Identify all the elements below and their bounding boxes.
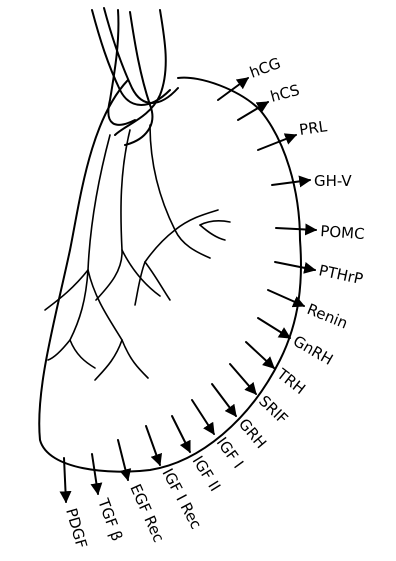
label-igf2: IGF II [189, 453, 225, 495]
label-trh: TRH [273, 364, 309, 398]
label-srif: SRIF [255, 392, 291, 428]
label-igf1: IGF I [213, 434, 247, 472]
arrow-igf1 [192, 400, 214, 434]
arrow-igf2 [172, 416, 190, 452]
arrow-trh [246, 342, 274, 368]
label-egfrec: EGF Rec [126, 481, 168, 545]
arrow-gnrh [258, 318, 290, 338]
arrow-pthrp [275, 262, 315, 270]
umbilical-cord [92, 8, 178, 145]
arrow-pdgf [64, 458, 66, 502]
arrow-egfrec [118, 440, 128, 480]
arrow-pomc [276, 228, 316, 230]
label-hcg: hCG [247, 54, 283, 82]
label-tgfb: TGF β [94, 495, 126, 543]
branching-vessels [45, 125, 230, 380]
arrow-igf1rec [146, 426, 160, 465]
arrow-grh [212, 384, 236, 416]
arrow-tgfb [92, 454, 98, 494]
labels: hCG hCS PRL GH-V POMC PTHrP Renin GnRH T… [62, 54, 365, 550]
arrow-ghv [272, 180, 310, 185]
label-grh: GRH [235, 415, 270, 452]
label-pomc: POMC [320, 222, 365, 243]
label-gnrh: GnRH [290, 332, 336, 369]
placenta-outline [39, 78, 301, 472]
label-renin: Renin [305, 300, 351, 332]
label-hcs: hCS [268, 81, 301, 106]
arrow-srif [230, 364, 256, 394]
label-pthrp: PTHrP [317, 261, 364, 288]
label-pdgf: PDGF [62, 506, 91, 550]
label-ghv: GH-V [314, 172, 352, 190]
label-prl: PRL [298, 117, 329, 139]
arrows [64, 78, 316, 502]
